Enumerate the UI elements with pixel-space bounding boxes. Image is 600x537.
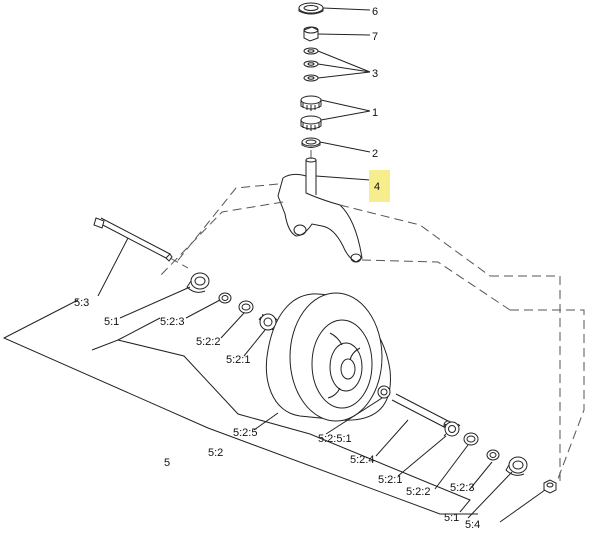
callout-5-1-left: 5:1	[104, 316, 119, 328]
callout-5-2-3-right: 5:2:3	[450, 482, 474, 494]
washer-parts	[303, 47, 319, 82]
callout-4: 4	[374, 181, 380, 193]
locknut-part	[543, 479, 557, 494]
callout-5-3: 5:3	[74, 297, 89, 309]
axle-bolt-part	[93, 217, 173, 262]
bearing-right-part	[443, 421, 461, 437]
callout-4-highlight	[369, 170, 390, 202]
callout-6: 6	[372, 6, 378, 18]
sleeve-right-part	[486, 449, 500, 461]
callout-5-2-4: 5:2:4	[350, 454, 374, 466]
assembly-guide-lines	[157, 150, 585, 485]
dust-cap-part	[298, 2, 324, 15]
wheel-tire-part	[265, 292, 391, 422]
sleeve-left-part	[218, 292, 232, 304]
bearing-left-part	[258, 313, 278, 332]
spacer-left-part	[186, 272, 210, 293]
nut-part	[303, 26, 319, 42]
bearing-parts	[300, 95, 322, 131]
callout-7: 7	[372, 31, 378, 43]
callout-5-2-3-left: 5:2:3	[160, 316, 184, 328]
callout-5-2-1-left: 5:2:1	[226, 354, 250, 366]
callout-5-2-1-right: 5:2:1	[378, 474, 402, 486]
callout-3: 3	[372, 68, 378, 80]
callout-5-2-2-left: 5:2:2	[196, 336, 220, 348]
callout-labels: 6 7 3 1 2 4 5:3 5:1 5:2:3 5:2:2 5:2:1 5:…	[74, 6, 480, 531]
spacer-right-part	[505, 456, 528, 476]
callout-2: 2	[372, 148, 378, 160]
callout-5-2-5: 5:2:5	[233, 427, 257, 439]
callout-5-1-right: 5:1	[444, 512, 459, 524]
callout-1: 1	[372, 107, 378, 119]
inner-tube-part	[391, 393, 453, 430]
callout-5-2: 5:2	[208, 447, 223, 459]
callout-5-4: 5:4	[465, 519, 480, 531]
spacer-tube-part	[377, 385, 391, 399]
leader-lines	[2, 7, 546, 523]
callout-5-2-2-right: 5:2:2	[406, 486, 430, 498]
caster-fork-part	[277, 157, 363, 263]
callout-5: 5	[164, 457, 170, 469]
seal-right-part	[463, 432, 479, 446]
seal-part	[301, 137, 321, 148]
callout-5-2-5-1: 5:2:5:1	[318, 433, 352, 445]
seal-left-part	[238, 300, 254, 314]
